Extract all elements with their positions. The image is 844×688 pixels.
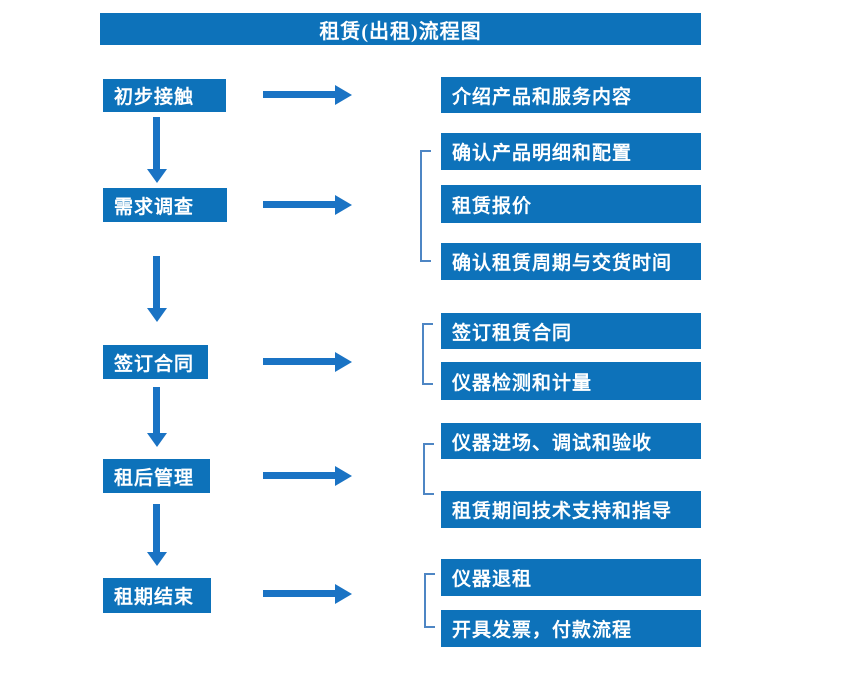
bracket-connector (424, 573, 435, 628)
detail-box-sign-rental-contract: 签订租赁合同 (441, 313, 701, 349)
stage-box-sign-contract: 签订合同 (103, 345, 208, 379)
bracket-connector (422, 323, 433, 385)
flowchart-title: 租赁(出租)流程图 (100, 13, 701, 45)
detail-box-confirm-rental-period: 确认租赁周期与交货时间 (441, 243, 701, 280)
stage-box-demand-survey: 需求调查 (103, 188, 227, 222)
stage-box-initial-contact: 初步接触 (103, 79, 226, 112)
detail-box-invoice-payment: 开具发票，付款流程 (441, 610, 701, 647)
detail-box-rental-quote: 租赁报价 (441, 185, 701, 223)
bracket-connector (420, 150, 431, 262)
detail-box-technical-support: 租赁期间技术支持和指导 (441, 491, 701, 528)
detail-box-introduce-products: 介绍产品和服务内容 (441, 77, 701, 113)
detail-box-instrument-setup-acceptance: 仪器进场、调试和验收 (441, 423, 701, 459)
right-arrow (263, 201, 335, 208)
stage-box-post-rental-management: 租后管理 (103, 459, 210, 493)
down-arrow (153, 117, 160, 169)
down-arrow (153, 504, 160, 552)
down-arrow (153, 387, 160, 433)
detail-box-instrument-inspection: 仪器检测和计量 (441, 362, 701, 400)
right-arrow (263, 358, 335, 365)
right-arrow (263, 91, 335, 98)
right-arrow (263, 590, 335, 597)
bracket-connector (423, 443, 434, 495)
right-arrow (263, 472, 335, 479)
detail-box-confirm-product-details: 确认产品明细和配置 (441, 133, 701, 170)
stage-box-rental-end: 租期结束 (103, 578, 211, 613)
detail-box-instrument-return: 仪器退租 (441, 559, 701, 596)
down-arrow (153, 256, 160, 308)
